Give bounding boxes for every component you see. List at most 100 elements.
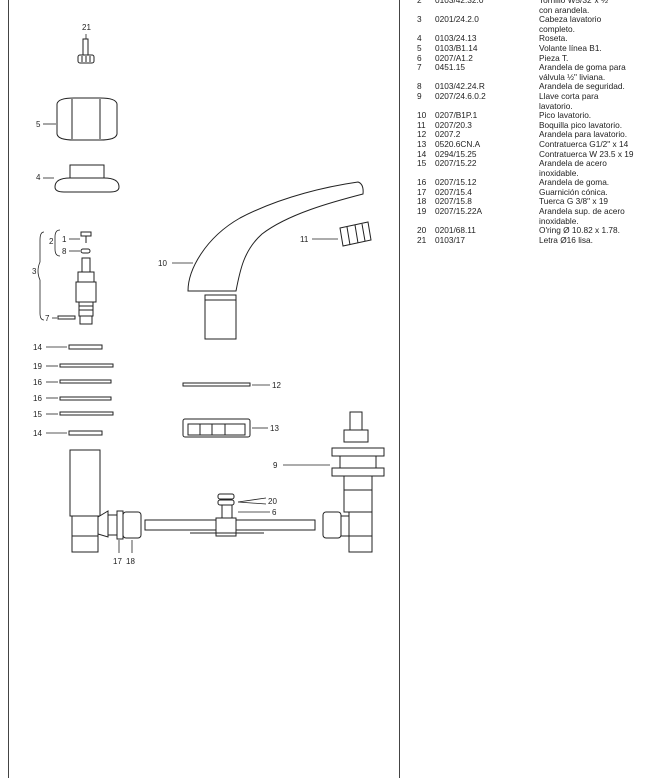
part-description: Llave corta para — [539, 90, 599, 101]
part-16-lower — [59, 396, 112, 401]
part-number: 16 — [417, 177, 427, 188]
callout-16-upper: 16 — [33, 378, 42, 387]
part-7-washer — [57, 315, 76, 320]
parts-list: 2 0103/42.32.0 Tornillo W5/32"x ½"con aran… — [417, 0, 642, 245]
part-description: válvula ½" liviana. — [539, 71, 606, 82]
part-number: 5 — [417, 42, 422, 53]
parts-list-row: 15 0207/15.22 Arandela de acero — [417, 158, 642, 169]
part-3-cartridge — [75, 257, 97, 325]
part-code: 0103/42.32.0 — [435, 0, 484, 5]
part-code: 0207/20.3 — [435, 119, 472, 130]
parts-list-row: 2 0103/42.32.0 Tornillo W5/32"x ½" — [417, 0, 642, 6]
callout-8: 8 — [62, 247, 67, 256]
parts-list-row: válvula ½" liviana. — [417, 71, 642, 83]
callout-18: 18 — [126, 557, 135, 566]
parts-list-row: completo. — [417, 23, 642, 35]
part-code: 0207/15.22 — [435, 158, 477, 169]
frame-divider — [399, 0, 400, 778]
callout-10: 10 — [158, 259, 167, 268]
part-number: 4 — [417, 33, 422, 44]
callout-16-lower: 16 — [33, 394, 42, 403]
parts-list-row: inoxidable. — [417, 215, 642, 227]
parts-list-row: 11 0207/20.3 Boquilla pico lavatorio. — [417, 119, 642, 131]
part-description: Arandela sup. de acero — [539, 206, 625, 217]
part-number: 21 — [417, 234, 427, 245]
part-code: 0207/15.4 — [435, 186, 472, 197]
part-description: Arandela de acero — [539, 158, 607, 169]
callout-11: 11 — [300, 235, 309, 244]
part-code: 0451.15 — [435, 62, 465, 73]
parts-list-row: 9 0207/24.6.0.2 Llave corta para — [417, 90, 642, 102]
callout-19: 19 — [33, 362, 42, 371]
callout-6: 6 — [272, 508, 277, 517]
parts-list-row: 5 0103/B1.14 Volante línea B1. — [417, 42, 642, 54]
part-code: 0103/17 — [435, 234, 465, 245]
part-description: Pieza T. — [539, 52, 569, 63]
part-6-t-piece — [144, 493, 316, 537]
callout-4: 4 — [36, 173, 41, 182]
part-description: Arandela para lavatorio. — [539, 129, 628, 140]
part-5-handle — [56, 97, 118, 141]
callout-21: 21 — [82, 23, 91, 32]
part-12-washer — [182, 382, 251, 387]
part-description: Guarnición cónica. — [539, 186, 608, 197]
part-left-valve — [69, 449, 142, 553]
part-code: 0201/68.11 — [435, 225, 476, 236]
part-description: lavatorio. — [539, 100, 573, 111]
part-number: 13 — [417, 138, 427, 149]
part-8-washer — [80, 248, 91, 254]
part-14-lower — [68, 430, 103, 436]
part-description: Boquilla pico lavatorio. — [539, 119, 623, 130]
part-number: 12 — [417, 129, 427, 140]
part-description: Pico lavatorio. — [539, 110, 592, 121]
part-number: 8 — [417, 81, 422, 92]
part-description: inoxidable. — [539, 215, 579, 226]
callout-12: 12 — [272, 381, 281, 390]
part-code: 0103/42.24.R — [435, 81, 485, 92]
part-9-right-valve — [322, 411, 385, 553]
part-description: Volante línea B1. — [539, 42, 602, 53]
part-code: 0207/B1P.1 — [435, 110, 478, 121]
part-number: 6 — [417, 52, 422, 63]
part-number: 9 — [417, 90, 422, 101]
part-number: 19 — [417, 206, 427, 217]
part-number: 14 — [417, 148, 427, 159]
part-description: Roseta. — [539, 33, 568, 44]
part-number: 10 — [417, 110, 427, 121]
part-code: 0103/B1.14 — [435, 42, 478, 53]
part-description: Contratuerca W 23.5 x 19 — [539, 148, 634, 159]
parts-list-row: 6 0207/A1.2 Pieza T. — [417, 52, 642, 64]
part-number: 3 — [417, 14, 422, 25]
part-code: 0207/15.12 — [435, 177, 477, 188]
part-code: 0207.2 — [435, 129, 461, 140]
parts-list-row: 19 0207/15.22A Arandela sup. de acero — [417, 206, 642, 217]
part-number: 18 — [417, 196, 427, 207]
part-16-upper — [59, 379, 112, 384]
part-description: con arandela. — [539, 4, 590, 15]
part-1-screw — [80, 231, 92, 243]
part-10-spout — [187, 181, 364, 340]
part-14-upper — [68, 344, 103, 350]
part-description: Arandela de goma para — [539, 62, 626, 73]
part-description: completo. — [539, 23, 575, 34]
callout-2: 2 — [49, 237, 54, 246]
part-number: 11 — [417, 119, 426, 130]
part-description: Arandela de seguridad. — [539, 81, 625, 92]
callout-7: 7 — [45, 314, 50, 323]
parts-list-row: con arandela. — [417, 4, 642, 16]
part-description: Tornillo W5/32"x ½" — [539, 0, 611, 5]
part-number: 15 — [417, 158, 427, 169]
part-number: 2 — [417, 0, 422, 5]
part-code: 0207/15.22A — [435, 206, 483, 217]
part-description: Tuerca G 3/8" x 19 — [539, 196, 609, 207]
part-code: 0207/24.6.0.2 — [435, 90, 486, 101]
part-code: 0207/A1.2 — [435, 52, 473, 63]
part-13-nut — [182, 418, 251, 438]
callout-17: 17 — [113, 557, 122, 566]
